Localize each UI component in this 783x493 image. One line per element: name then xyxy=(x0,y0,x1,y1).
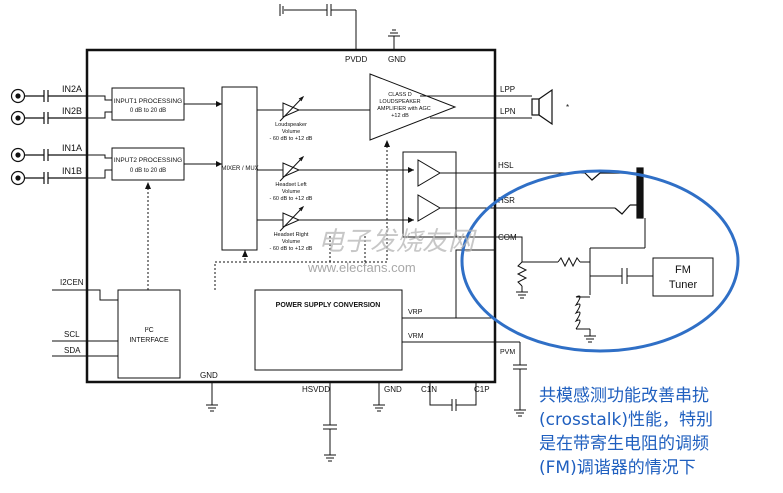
amp-line1: CLASS D xyxy=(388,92,412,98)
highlight-ellipse xyxy=(460,169,740,353)
input2-range: 0 dB to 20 dB xyxy=(130,168,166,174)
fm-tuner-line1: FM xyxy=(675,264,691,276)
hpl-vol-line2: Volume xyxy=(282,189,300,195)
pin-label-vrm: VRM xyxy=(408,333,424,340)
input-jack-in2b xyxy=(10,110,87,126)
input-jack-in1b xyxy=(10,170,87,186)
pin-label-in1b: IN1B xyxy=(62,166,82,176)
mixer-mux-block xyxy=(221,86,258,251)
i2c-line1: I²C xyxy=(144,327,153,334)
pin-label-c1n: C1N xyxy=(421,385,437,394)
annotation-line-4: (FM)调谐器的情况下 xyxy=(539,458,696,478)
watermark-url: www.elecfans.com xyxy=(307,260,416,275)
amp-line3: AMPLIFIER with AGC xyxy=(377,106,431,112)
spk-vol-line3: - 60 dB to +12 dB xyxy=(270,136,313,142)
pin-label-sda: SDA xyxy=(64,346,81,355)
pin-label-gnd-top: GND xyxy=(388,55,406,64)
spk-vol-line2: Volume xyxy=(282,129,300,135)
hpl-vol-line3: - 60 dB to +12 dB xyxy=(270,196,313,202)
fm-tuner-line2: Tuner xyxy=(669,279,698,291)
headphone-driver-block xyxy=(402,151,457,238)
annotation-line-2: (crosstalk)性能，特别 xyxy=(539,410,713,430)
pin-label-hsvdd: HSVDD xyxy=(302,385,330,394)
loudspeaker-icon: * xyxy=(531,88,569,126)
power-label: POWER SUPPLY CONVERSION xyxy=(276,302,381,309)
pin-label-scl: SCL xyxy=(64,330,80,339)
headphone-left-amp xyxy=(417,159,441,187)
pin-label-c1p: C1P xyxy=(474,385,490,394)
pin-label-lpn: LPN xyxy=(500,107,516,116)
amp-line2: LOUDSPEAKER xyxy=(379,99,420,105)
svg-text:*: * xyxy=(566,103,569,112)
pin-label-hsl: HSL xyxy=(498,161,514,170)
annotation-text: 共模感测功能改善串扰 (crosstalk)性能，特别 是在带寄生电阻的调频 (… xyxy=(539,384,779,480)
pin-label-gnd-bottom-left: GND xyxy=(200,371,218,380)
fm-tuner-block xyxy=(652,257,714,297)
power-supply-block xyxy=(254,289,403,371)
pin-label-i2cen: I2CEN xyxy=(60,278,84,287)
input2-title: INPUT2 PROCESSING xyxy=(114,157,182,164)
headset-left-volume-control xyxy=(257,155,414,182)
hpr-vol-line3: - 60 dB to +12 dB xyxy=(270,246,313,252)
pin-label-pvdd: PVDD xyxy=(345,55,367,64)
input1-range: 0 dB to 20 dB xyxy=(130,108,166,114)
headset-right-volume-control xyxy=(257,205,414,232)
i2c-interface-block xyxy=(117,289,181,379)
pin-label-in1a: IN1A xyxy=(62,143,82,153)
mixer-label: MIXER / MUX xyxy=(221,166,258,172)
chip-outline xyxy=(85,48,497,384)
pin-label-hsr: HSR xyxy=(498,196,515,205)
input1-title: INPUT1 PROCESSING xyxy=(114,98,182,105)
pin-label-in2b: IN2B xyxy=(62,106,82,116)
class-d-amplifier xyxy=(369,73,457,141)
hpr-vol-line2: Volume xyxy=(282,239,300,245)
annotation-line-3: 是在带寄生电阻的调频 xyxy=(539,434,709,454)
pin-label-gnd-bottom-right: GND xyxy=(384,385,402,394)
input2-processing-block xyxy=(111,147,185,181)
annotation-line-1: 共模感测功能改善串扰 xyxy=(539,386,709,406)
amp-line4: +12 dB xyxy=(391,113,409,119)
input-jack-in1a xyxy=(10,147,87,163)
pin-label-lpp: LPP xyxy=(500,85,515,94)
bottom-pin-network xyxy=(206,382,477,462)
pin-label-pvm: PVM xyxy=(500,349,515,356)
hpr-vol-line1: Headset Right xyxy=(274,232,309,238)
i2c-line2: INTERFACE xyxy=(129,337,169,344)
input-jack-in2a xyxy=(10,88,87,104)
pvm-capacitor xyxy=(513,364,527,417)
top-supply-network xyxy=(279,4,400,50)
headphone-jack-icon xyxy=(584,167,644,219)
watermark-cn: 电子发烧友网 xyxy=(318,227,477,257)
headphone-right-amp xyxy=(417,194,441,222)
hpl-vol-line1: Headset Left xyxy=(275,182,307,188)
spk-vol-line1: Loudspeaker xyxy=(275,122,307,128)
fm-circuit xyxy=(495,218,653,343)
loudspeaker-volume-control xyxy=(257,95,370,122)
pin-label-in2a: IN2A xyxy=(62,84,82,94)
pin-label-vrp: VRP xyxy=(408,309,423,316)
